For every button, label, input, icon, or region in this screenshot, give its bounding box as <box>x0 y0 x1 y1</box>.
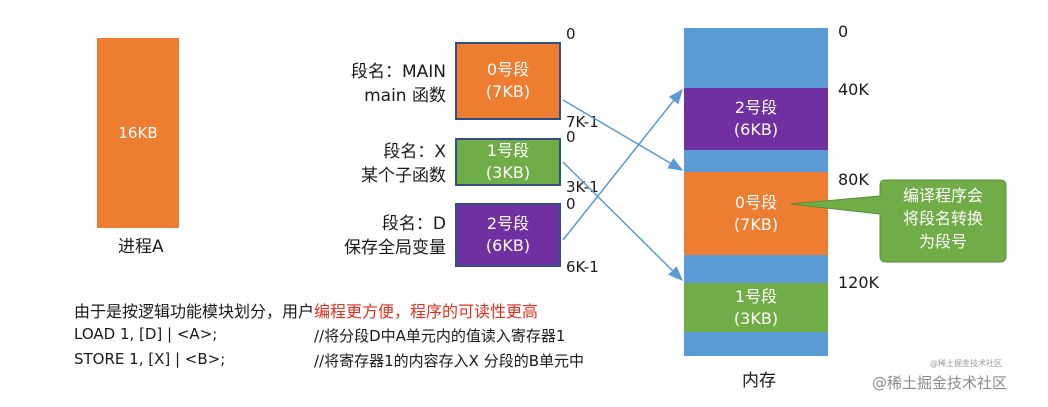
segment-1-block: 1号段 (3KB) <box>455 138 561 186</box>
memory-label: 内存 <box>742 371 776 391</box>
segment-2-end: 6K-1 <box>566 258 599 276</box>
process-a-block: 16KB <box>97 38 179 228</box>
load-comment: //将分段D中A单元内的值读入寄存器1 <box>314 327 566 345</box>
explanation-line: 由于是按逻辑功能模块划分，用户编程更方便，程序的可读性更高 <box>74 302 539 321</box>
segment-0-size: (7KB) <box>485 82 531 101</box>
store-comment: //将寄存器1的内容存入X 分段的B单元中 <box>314 352 584 370</box>
memory-address-40k: 40K <box>838 80 869 99</box>
memory-block-segment-1: 1号段 (3KB) <box>684 283 828 332</box>
callout-bubble <box>789 179 1007 263</box>
memory-block-segment-0: 0号段 (7KB) <box>684 172 828 255</box>
memory-block-2-title: 2号段 <box>734 98 778 117</box>
memory-address-80k: 80K <box>838 170 869 189</box>
segment-1-start: 0 <box>566 128 576 146</box>
callout-text: 编译程序会 将段名转换 为段号 <box>902 186 983 251</box>
arrow-segment-0-to-memory <box>562 99 684 171</box>
segment-2-block: 2号段 (6KB) <box>455 203 561 267</box>
segment-0-title: 0号段 <box>486 60 530 79</box>
segment-0-end: 7K-1 <box>566 113 599 131</box>
segment-0-block: 0号段 (7KB) <box>455 42 561 120</box>
memory-block-1-title: 1号段 <box>734 286 778 306</box>
memory-block-1-size: (3KB) <box>733 308 779 328</box>
memory-block-0-title: 0号段 <box>734 192 778 212</box>
segment-0-start: 0 <box>566 25 576 43</box>
arrow-segment-2-to-memory <box>562 88 683 241</box>
process-a-label: 进程A <box>118 237 164 257</box>
arrow-segment-1-to-memory <box>562 161 684 282</box>
memory-block-0-size: (7KB) <box>733 214 779 234</box>
memory-address-120k: 120K <box>838 273 880 292</box>
memory-block-2-size: (6KB) <box>733 120 779 139</box>
watermark-small: @稀土掘金技术社区 <box>930 359 1002 368</box>
segment-1-title: 1号段 <box>486 141 530 160</box>
process-a-size: 16KB <box>118 124 158 142</box>
segment-2-size: (6KB) <box>485 236 531 255</box>
memory-address-0: 0 <box>838 22 849 41</box>
segment-2-title: 2号段 <box>486 214 530 233</box>
memory-block-segment-2: 2号段 (6KB) <box>684 88 828 150</box>
load-instruction: LOAD 1, [D] | <A>; <box>74 325 218 343</box>
segment-1-size: (3KB) <box>485 163 531 182</box>
segment-1-end: 3K-1 <box>566 178 599 196</box>
watermark-large: @稀土掘金技术社区 <box>872 374 1008 392</box>
segment-2-start: 0 <box>566 195 576 213</box>
store-instruction: STORE 1, [X] | <B>; <box>74 350 226 368</box>
